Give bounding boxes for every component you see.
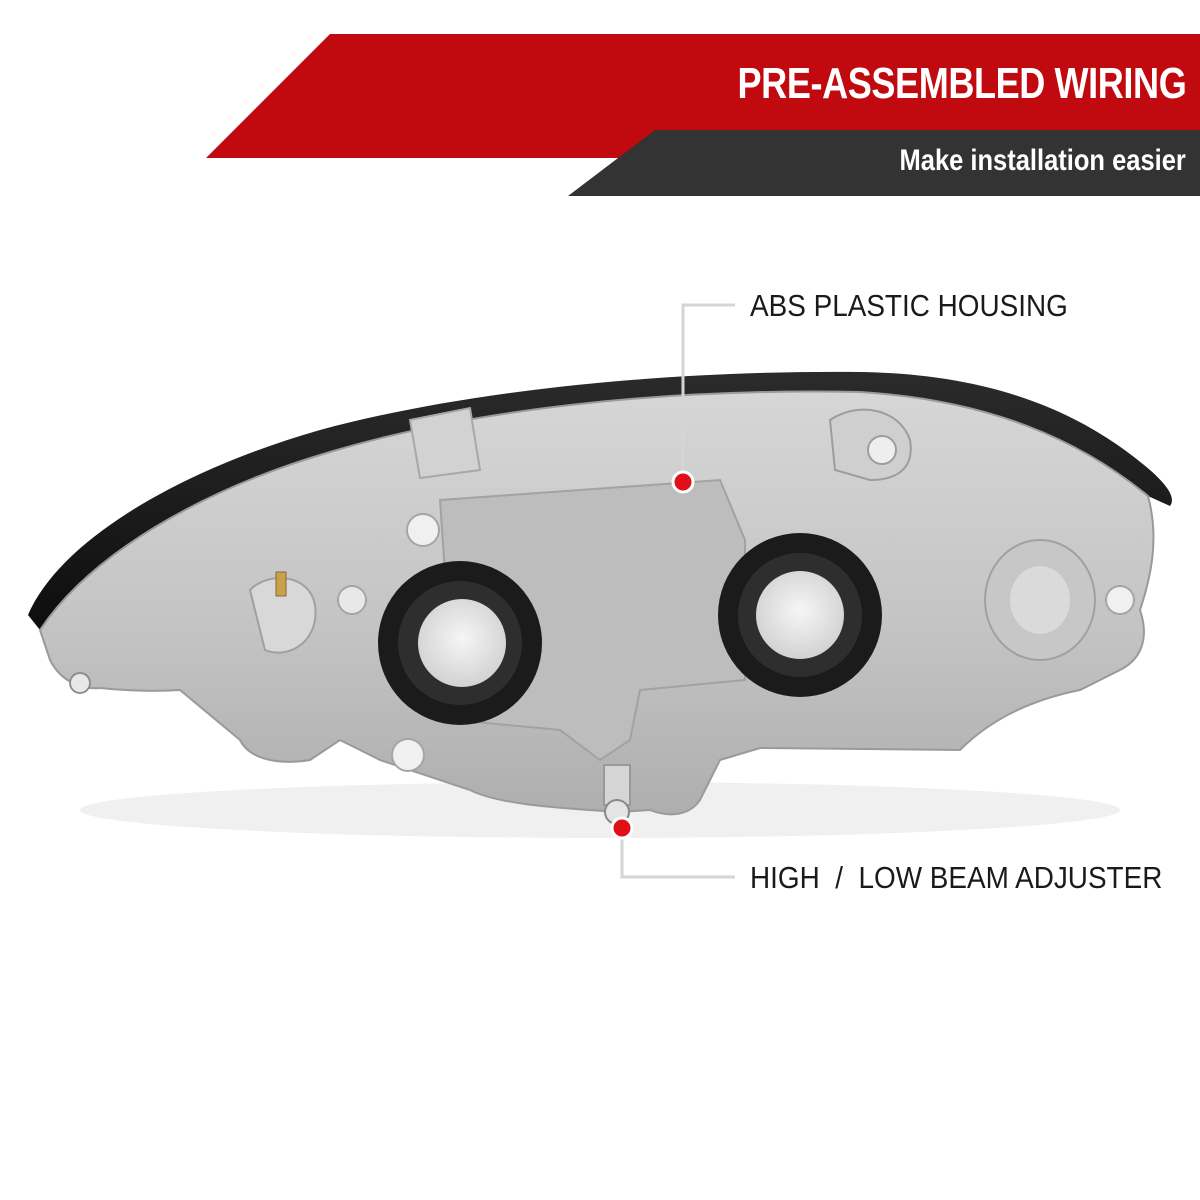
bolt-cap — [391, 738, 425, 772]
signal-socket — [248, 577, 317, 654]
bolt-cap — [406, 513, 440, 547]
title-ribbon — [206, 34, 1200, 158]
bulb-socket-left-lens — [418, 599, 506, 687]
banner-subtitle: Make installation easier — [899, 144, 1186, 177]
marker-dot-housing — [671, 470, 695, 494]
bolt-cap — [69, 672, 91, 694]
marker-bulb-lens — [1010, 566, 1070, 634]
callout-label-housing: ABS PLASTIC HOUSING — [750, 288, 1068, 323]
banner-graphic — [206, 34, 1200, 196]
adjuster-post — [603, 764, 631, 806]
bulb-socket-right-lens — [756, 571, 844, 659]
banner-title: PRE-ASSEMBLED WIRING — [737, 59, 1186, 108]
lens-rim — [28, 371, 1172, 630]
mount-tab-hole — [867, 435, 897, 465]
brass-contact — [275, 571, 287, 597]
upper-ridge — [408, 406, 482, 480]
subtitle-ribbon — [568, 130, 1200, 196]
marker-dot-adjuster — [610, 816, 634, 840]
leader-line-housing — [681, 303, 735, 482]
callout-label-adjuster: HIGH / LOW BEAM ADJUSTER — [750, 860, 1163, 895]
bolt-cap — [337, 585, 367, 615]
bolt-cap — [1105, 585, 1135, 615]
leader-line-adjuster — [620, 828, 735, 879]
